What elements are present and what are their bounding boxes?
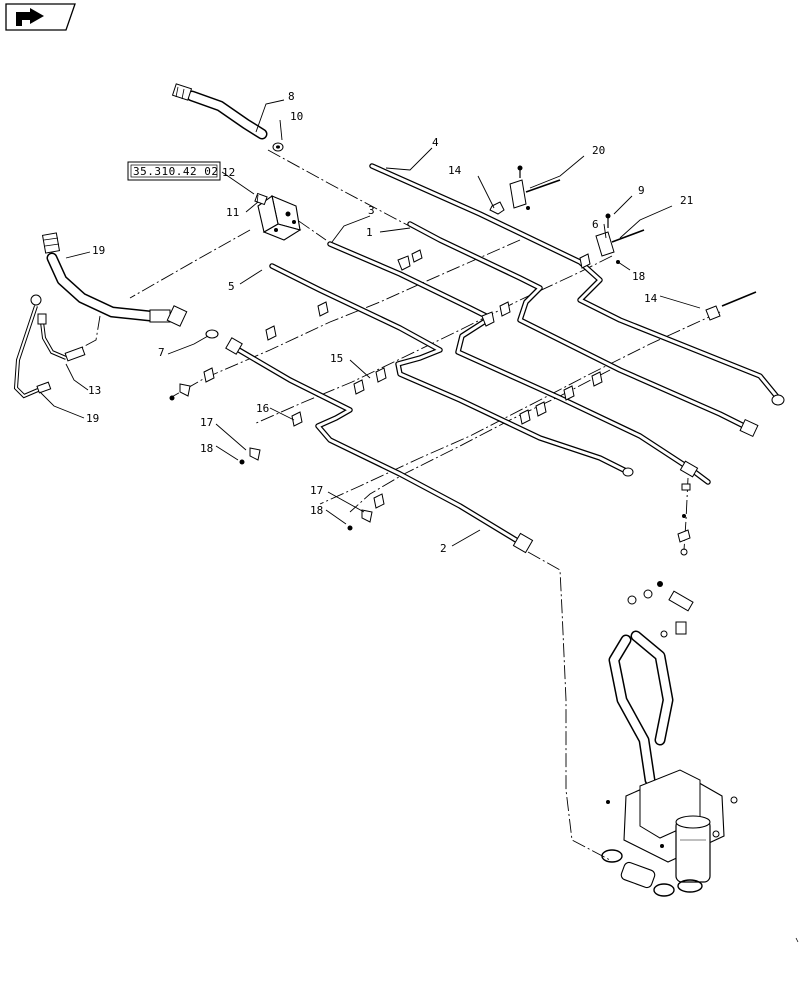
callout-15: 15: [330, 352, 343, 365]
callout-9: 9: [638, 184, 645, 197]
callout-16: 16: [256, 402, 269, 415]
callout-11: 11: [226, 206, 239, 219]
callout-21: 19: [86, 412, 99, 425]
callout-5: 5: [228, 280, 235, 293]
callout-12: 12: [222, 166, 235, 179]
navigate-arrow-icon[interactable]: [5, 3, 76, 31]
hose-20: [41, 232, 188, 327]
corner-mark: [795, 937, 799, 943]
tube-1: [407, 221, 759, 438]
callout-4: 4: [432, 136, 439, 149]
callout-10: 10: [290, 110, 303, 123]
callout-6: 6: [592, 218, 599, 231]
leader-lines: [39, 99, 701, 547]
tube-2: [225, 337, 534, 554]
fitting-10: [272, 142, 284, 152]
o-ring-7: [205, 329, 219, 339]
nuts: [169, 395, 353, 531]
callout-14a: 14: [448, 164, 462, 177]
fitting-11: [254, 192, 268, 206]
tube-3: [327, 241, 711, 485]
bolt-14b: [721, 291, 757, 307]
callout-7: 7: [158, 346, 165, 359]
bracket-6: [595, 213, 645, 264]
fastener-stack: [677, 483, 691, 556]
hose-13: [37, 313, 86, 362]
callouts: 8 10 4 14 20 9 21 6 18 14 12 11 3 1 5 19…: [86, 90, 693, 555]
callout-19a: 20: [592, 144, 605, 157]
clamps: [179, 201, 721, 523]
filter-assembly: [601, 581, 738, 897]
tube-4: [369, 163, 785, 406]
callout-18c: 18: [310, 504, 323, 517]
hose-8: [171, 83, 268, 140]
tube-5: [269, 263, 634, 477]
callout-3: 3: [368, 204, 375, 217]
reference-box[interactable]: 35.310.42 02: [127, 161, 221, 181]
bracket-near-19a: [509, 165, 561, 210]
callout-13: 13: [88, 384, 101, 397]
callout-14b: 14: [644, 292, 658, 305]
center-lines: [69, 149, 721, 861]
callout-17a: 17: [200, 416, 213, 429]
callout-1: 1: [366, 226, 373, 239]
callout-2: 2: [440, 542, 447, 555]
callout-8: 8: [288, 90, 295, 103]
hose-21: [13, 294, 52, 399]
callout-20: 19: [92, 244, 105, 257]
callout-18b: 18: [200, 442, 213, 455]
callout-18a: 18: [632, 270, 645, 283]
callout-19b: 21: [680, 194, 693, 207]
reference-box-text: 35.310.42 02: [133, 165, 218, 178]
callout-17b: 17: [310, 484, 323, 497]
